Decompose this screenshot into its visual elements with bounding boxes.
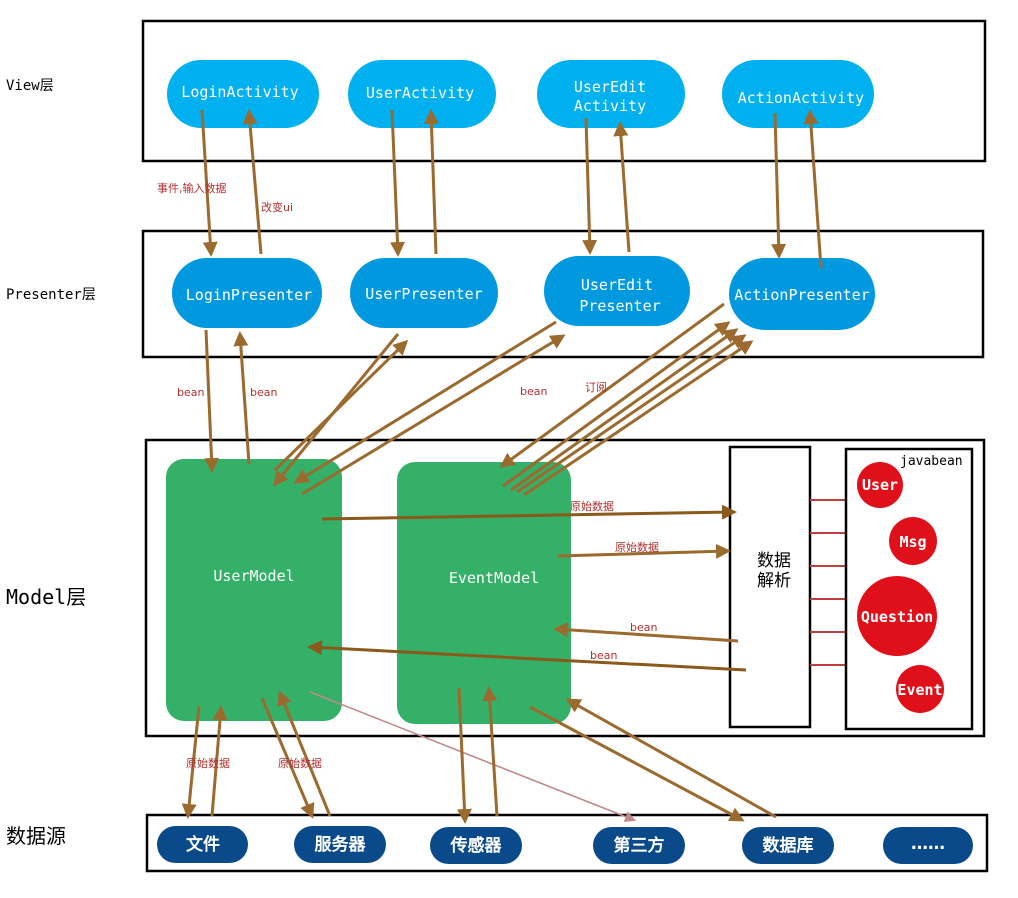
source-node-server: 服务器 bbox=[294, 826, 386, 863]
datasource-layer-label: 数据源 bbox=[6, 824, 66, 848]
view-node-login-activity: LoginActivity bbox=[167, 60, 319, 128]
edge-label-raw-data-1: 原始数据 bbox=[570, 499, 614, 513]
view-layer-label: View层 bbox=[6, 78, 54, 94]
presenter-node-useredit: UserEdit Presenter bbox=[544, 256, 690, 326]
bean-node-label: User bbox=[862, 476, 898, 494]
edge-label-bean-back-1: bean bbox=[630, 621, 657, 634]
model-node-user: UserModel bbox=[166, 459, 342, 721]
view-presenter-arrows bbox=[200, 109, 823, 269]
source-node-more: …… bbox=[883, 827, 973, 864]
presenter-layer-box bbox=[141, 229, 985, 359]
edge-label-raw-server: 原始数据 bbox=[278, 756, 322, 770]
source-node-third-party: 第三方 bbox=[593, 827, 685, 864]
data-parser-box bbox=[728, 445, 812, 729]
presenter-node-action: ActionPresenter bbox=[729, 258, 875, 330]
presenter-model-arrows bbox=[203, 302, 754, 497]
model-source-arrows bbox=[181, 686, 777, 824]
model-node-label: EventModel bbox=[449, 569, 539, 587]
javabean-title: javabean bbox=[900, 454, 963, 469]
view-node-useredit-activity: UserEdit Activity bbox=[537, 60, 685, 128]
bean-node-label: Event bbox=[897, 681, 942, 699]
source-node-label: 服务器 bbox=[315, 834, 367, 855]
edge-label-bean-edit: bean bbox=[520, 385, 547, 398]
bean-node-label: Question bbox=[861, 608, 933, 626]
data-parser-label: 解析 bbox=[757, 571, 791, 591]
datasource-layer-box bbox=[145, 813, 989, 873]
source-node-sensor: 传感器 bbox=[430, 827, 522, 864]
presenter-node-label: UserEdit bbox=[581, 276, 653, 294]
source-node-label: 数据库 bbox=[763, 835, 814, 856]
bean-node-msg: Msg bbox=[889, 517, 937, 565]
edge-label-subscribe: 订阅 bbox=[585, 381, 607, 394]
view-node-label: Activity bbox=[574, 97, 646, 115]
parser-javabean-links bbox=[810, 499, 846, 666]
model-node-label: UserModel bbox=[213, 567, 294, 585]
presenter-node-login: LoginPresenter bbox=[172, 258, 322, 328]
view-node-label: ActionActivity bbox=[738, 89, 864, 107]
view-node-action-activity: ActionActivity bbox=[722, 60, 874, 128]
model-node-event: EventModel bbox=[397, 462, 571, 724]
source-node-label: 传感器 bbox=[450, 835, 503, 856]
presenter-node-user: UserPresenter bbox=[350, 258, 498, 328]
source-node-label: 文件 bbox=[186, 834, 220, 855]
edge-label-raw-data-2: 原始数据 bbox=[615, 540, 659, 554]
edge-label-bean-up: bean bbox=[250, 386, 277, 399]
model-layer-label: Model层 bbox=[6, 585, 86, 609]
edge-label-event-input: 事件,输入数据 bbox=[157, 181, 227, 195]
source-node-file: 文件 bbox=[157, 826, 248, 863]
bean-node-event: Event bbox=[896, 665, 944, 713]
presenter-node-label: Presenter bbox=[579, 297, 660, 315]
source-node-database: 数据库 bbox=[742, 827, 834, 864]
presenter-node-label: ActionPresenter bbox=[734, 286, 869, 304]
edge-label-raw-file: 原始数据 bbox=[186, 756, 230, 770]
model-parser-arrows bbox=[307, 504, 747, 672]
data-parser-label: 数据 bbox=[757, 551, 791, 571]
bean-node-label: Msg bbox=[899, 533, 926, 551]
presenter-node-label: LoginPresenter bbox=[186, 286, 312, 304]
view-node-label: UserActivity bbox=[366, 84, 474, 102]
source-node-label: …… bbox=[911, 834, 945, 854]
bean-node-question: Question bbox=[857, 576, 937, 656]
view-node-label: UserEdit bbox=[574, 78, 646, 96]
edge-label-change-ui: 改变ui bbox=[261, 200, 293, 214]
edge-label-bean-down: bean bbox=[177, 386, 204, 399]
edge-label-bean-back-2: bean bbox=[590, 649, 617, 662]
bean-node-user: User bbox=[857, 462, 903, 508]
presenter-layer-label: Presenter层 bbox=[6, 287, 96, 303]
source-node-label: 第三方 bbox=[614, 835, 665, 856]
view-node-user-activity: UserActivity bbox=[348, 60, 496, 128]
view-layer-box bbox=[141, 19, 987, 163]
view-node-label: LoginActivity bbox=[181, 83, 298, 101]
presenter-node-label: UserPresenter bbox=[365, 285, 482, 303]
